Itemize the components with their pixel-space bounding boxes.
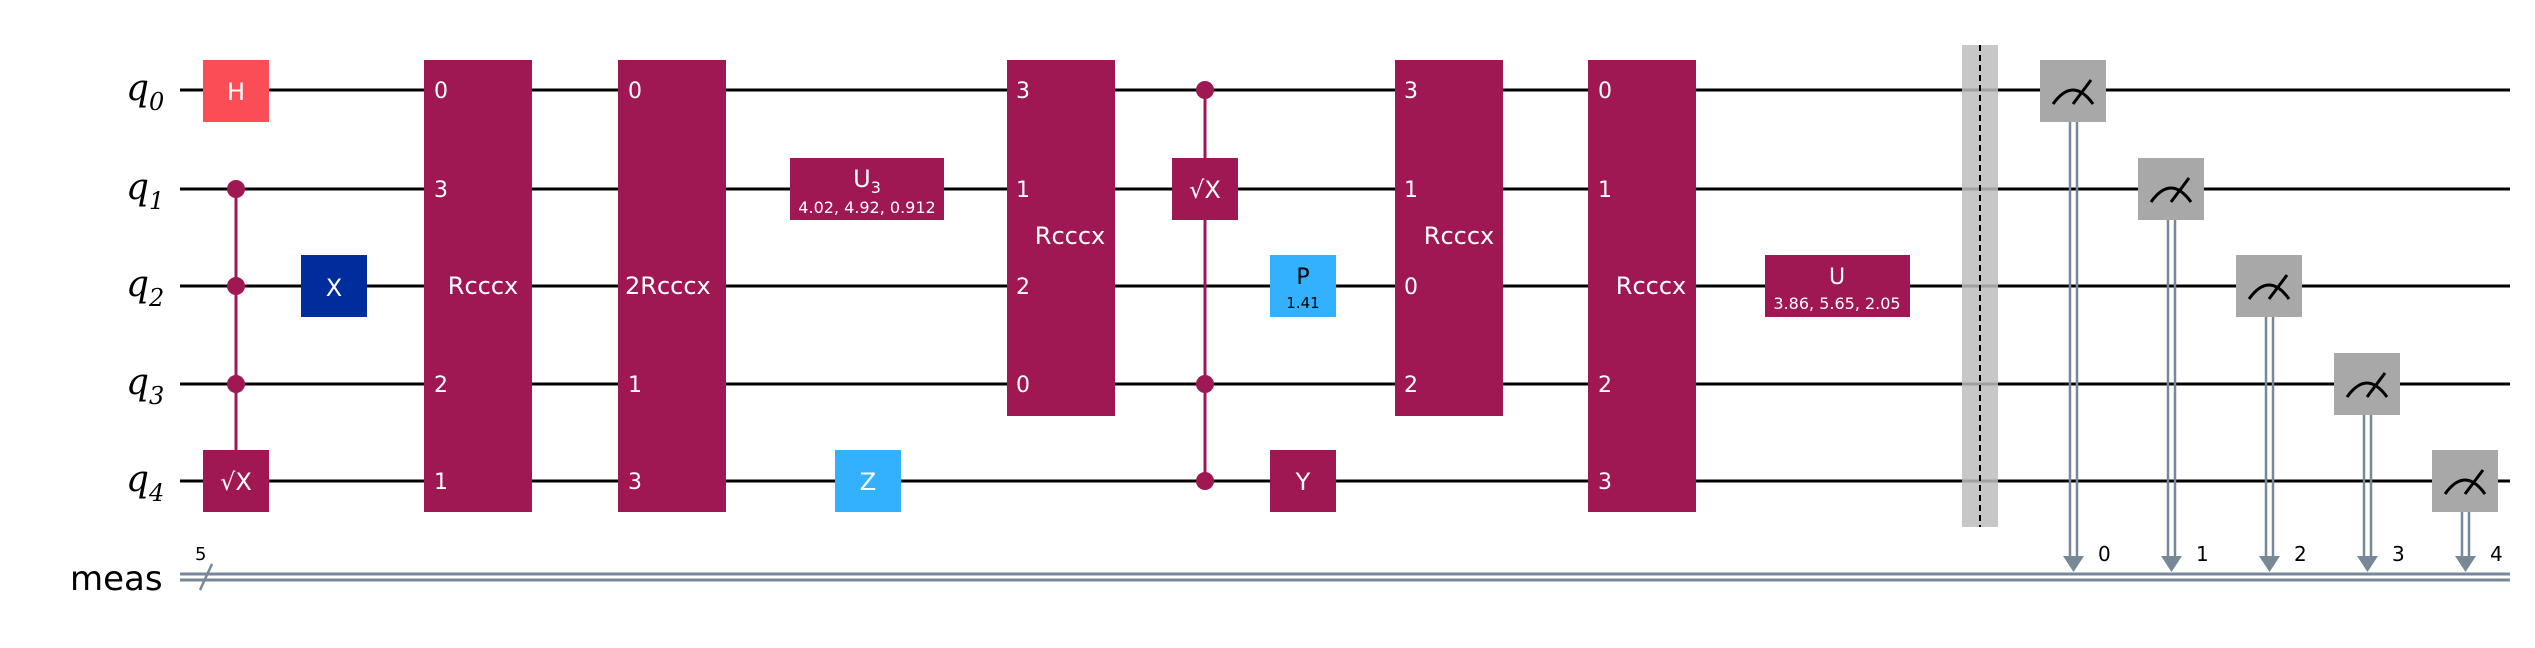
qubit-wires <box>180 88 2510 483</box>
svg-text:0: 0 <box>1404 275 1418 300</box>
svg-text:4.02, 4.92, 0.912: 4.02, 4.92, 0.912 <box>798 198 935 217</box>
svg-text:Rcccx: Rcccx <box>1424 222 1494 250</box>
svg-text:U: U <box>1829 265 1845 290</box>
svg-text:Rcccx: Rcccx <box>1616 272 1686 300</box>
meter-icon <box>2051 88 2095 105</box>
svg-text:3: 3 <box>1016 79 1030 104</box>
svg-text:1.41: 1.41 <box>1286 294 1319 312</box>
svg-text:0: 0 <box>2098 542 2111 566</box>
barrier <box>1962 45 1998 527</box>
svg-text:2: 2 <box>1016 275 1030 300</box>
svg-text:√X: √X <box>220 468 252 496</box>
classical-wire: 5 <box>180 544 2510 591</box>
svg-text:3: 3 <box>434 178 448 203</box>
label-q3: q3 <box>126 362 164 410</box>
svg-text:4: 4 <box>2490 542 2503 566</box>
svg-text:2: 2 <box>1598 373 1612 398</box>
z-gate[interactable]: Z <box>835 450 901 512</box>
svg-text:1: 1 <box>1016 178 1030 203</box>
svg-text:0: 0 <box>1598 79 1612 104</box>
svg-text:Rcccx: Rcccx <box>1035 222 1105 250</box>
svg-text:Z: Z <box>860 468 876 496</box>
svg-text:3: 3 <box>1598 470 1612 495</box>
bus-size: 5 <box>195 544 206 565</box>
svg-text:2Rcccx: 2Rcccx <box>625 272 711 300</box>
x-gate[interactable]: X <box>301 255 367 317</box>
rcccx-gate-3[interactable]: 3 1 2 0 Rcccx <box>1007 60 1115 416</box>
svg-text:√X: √X <box>1189 176 1221 204</box>
y-gate[interactable]: Y <box>1270 450 1336 512</box>
control-dot <box>1196 81 1214 99</box>
svg-text:1: 1 <box>628 373 642 398</box>
svg-text:3: 3 <box>1404 79 1418 104</box>
svg-text:H: H <box>227 78 245 106</box>
label-meas: meas <box>70 559 163 599</box>
label-q1: q1 <box>126 167 164 215</box>
p-gate[interactable]: P 1.41 <box>1270 255 1336 317</box>
register-labels: q0 q1 q2 q3 q4 meas <box>70 68 164 599</box>
measure-q1[interactable]: 1 <box>2138 158 2209 572</box>
svg-text:2: 2 <box>2294 542 2307 566</box>
svg-text:3: 3 <box>2392 542 2405 566</box>
u-gate[interactable]: U 3.86, 5.65, 2.05 <box>1765 255 1910 317</box>
svg-text:Rcccx: Rcccx <box>448 272 518 300</box>
ccc-sx-gate[interactable]: √X <box>203 180 269 512</box>
measure-q3[interactable]: 3 <box>2334 353 2405 572</box>
control-dot <box>1196 472 1214 490</box>
meter-icon <box>2345 381 2389 398</box>
rcccx-gate-2[interactable]: 0 1 3 2Rcccx <box>618 60 726 512</box>
svg-text:3: 3 <box>628 470 642 495</box>
measure-q4[interactable]: 4 <box>2432 450 2503 572</box>
svg-text:0: 0 <box>1016 373 1030 398</box>
svg-text:0: 0 <box>434 79 448 104</box>
svg-text:1: 1 <box>2196 542 2209 566</box>
control-dot <box>227 277 245 295</box>
meter-icon <box>2149 186 2193 203</box>
measure-q0[interactable]: 0 <box>2040 60 2111 572</box>
meter-icon <box>2443 478 2487 495</box>
svg-text:P: P <box>1296 265 1309 290</box>
label-q0: q0 <box>126 68 164 116</box>
svg-text:0: 0 <box>628 79 642 104</box>
rcccx-gate-5[interactable]: 0 1 2 3 Rcccx <box>1588 60 1696 512</box>
u3-gate[interactable]: U3 4.02, 4.92, 0.912 <box>790 158 944 220</box>
control-dot <box>227 375 245 393</box>
svg-text:X: X <box>326 274 342 302</box>
svg-text:2: 2 <box>434 373 448 398</box>
bus-slash <box>198 563 214 591</box>
h-gate[interactable]: H <box>203 60 269 122</box>
measure-q2[interactable]: 2 <box>2236 255 2307 572</box>
csx-gate[interactable]: √X <box>1172 81 1238 490</box>
label-q4: q4 <box>126 459 164 507</box>
label-q2: q2 <box>126 264 164 312</box>
svg-text:Y: Y <box>1295 468 1311 496</box>
meter-icon <box>2247 283 2291 300</box>
svg-text:2: 2 <box>1404 373 1418 398</box>
svg-text:1: 1 <box>1404 178 1418 203</box>
svg-text:U3: U3 <box>853 165 881 197</box>
svg-text:1: 1 <box>1598 178 1612 203</box>
control-dot <box>1196 375 1214 393</box>
svg-text:1: 1 <box>434 470 448 495</box>
rcccx-gate-1[interactable]: 0 3 2 1 Rcccx <box>424 60 532 512</box>
control-dot <box>227 180 245 198</box>
svg-text:3.86, 5.65, 2.05: 3.86, 5.65, 2.05 <box>1773 294 1900 313</box>
rcccx-gate-4[interactable]: 3 1 0 2 Rcccx <box>1395 60 1503 416</box>
